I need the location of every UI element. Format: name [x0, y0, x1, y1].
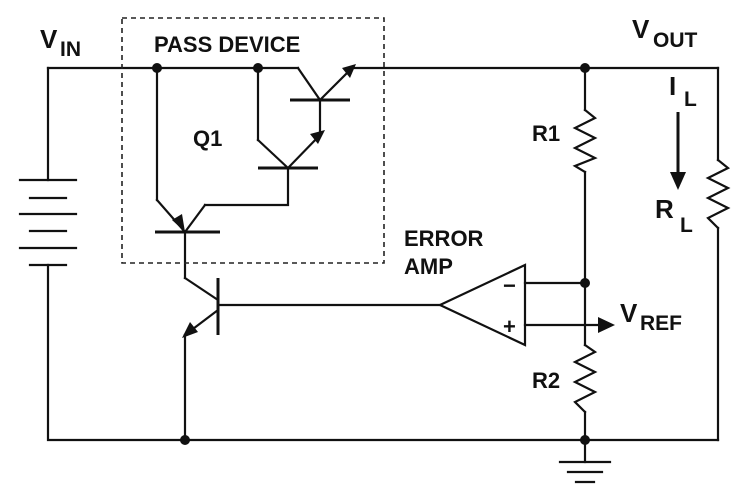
junction-dots — [152, 63, 590, 445]
r2-label: R2 — [532, 368, 560, 393]
error-label: ERROR — [404, 226, 484, 251]
pass-transistor-top — [290, 64, 356, 102]
battery-symbol — [18, 178, 78, 267]
vref-label: V — [620, 298, 638, 328]
q1-label: Q1 — [193, 126, 222, 151]
driver-transistor — [182, 276, 220, 338]
vin-label: V — [40, 24, 58, 54]
rl-label: R — [655, 194, 674, 224]
r2-resistor — [572, 343, 598, 414]
wires — [46, 66, 720, 464]
plus-input-label: + — [503, 314, 516, 339]
rl-resistor — [705, 158, 731, 230]
q1-transistor — [155, 198, 220, 234]
vout-label: V — [632, 14, 650, 44]
pass-device-label: PASS DEVICE — [154, 32, 300, 57]
vref-subscript: REF — [640, 312, 682, 335]
error-amp-triangle — [437, 263, 527, 347]
pass-device-box — [121, 17, 385, 264]
minus-input-label: − — [503, 273, 516, 298]
amp-label: AMP — [404, 254, 453, 279]
pass-transistor-middle — [256, 130, 325, 170]
r1-resistor — [572, 108, 598, 174]
il-arrow — [670, 112, 686, 190]
il-label: I — [669, 71, 676, 101]
vout-subscript: OUT — [653, 29, 698, 52]
ground-symbol — [558, 460, 612, 484]
r1-label: R1 — [532, 121, 560, 146]
rl-subscript: L — [680, 214, 693, 237]
vref-arrow — [598, 317, 615, 333]
il-subscript: L — [684, 88, 697, 111]
vin-subscript: IN — [60, 38, 81, 61]
